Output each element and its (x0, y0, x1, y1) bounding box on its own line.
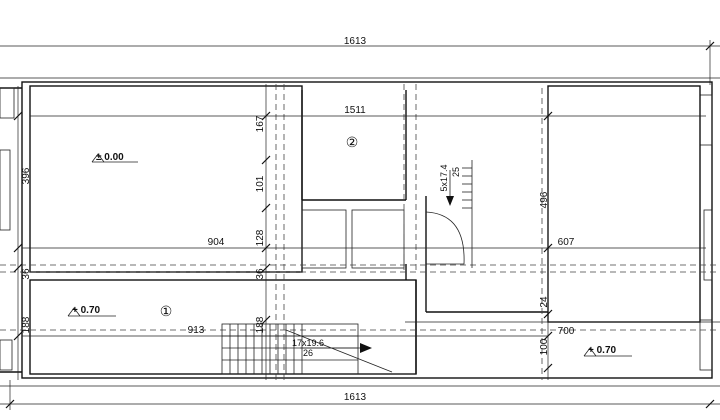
stair-arrow-icon (360, 343, 372, 353)
upper-stair (425, 160, 473, 268)
top-dimension-line (0, 40, 720, 85)
stair-upper-spec-b: 25 (451, 167, 461, 177)
outer-walls (0, 81, 713, 379)
dim-right-496: 496 (539, 191, 550, 208)
dim-right-24: 24 (539, 296, 550, 308)
dim-mid-128: 128 (255, 229, 266, 246)
dim-left-188: 188 (21, 316, 32, 333)
inner-dimension-lines (13, 84, 706, 380)
stair-upper-spec-a: 5x17.4 (439, 164, 449, 191)
dim-mid-36: 36 (255, 268, 266, 280)
dim-mid-167: 167 (255, 115, 266, 132)
dim-mid-188: 188 (255, 316, 266, 333)
dim-inner-top: 1511 (344, 105, 366, 116)
dim-bottom-overall: 1613 (344, 392, 367, 403)
stair-lower-spec-b: 26 (303, 348, 313, 358)
room-label-2: ② (346, 134, 359, 150)
bottom-dimension-line (0, 380, 720, 410)
dim-left-396: 396 (21, 167, 32, 184)
dim-left-36: 36 (21, 268, 32, 280)
level-lower-left: + 0.70 (72, 305, 101, 316)
dim-607: 607 (558, 237, 575, 248)
dim-top-overall: 1613 (344, 36, 367, 47)
level-marker-lower-right: + 0.70 (583, 345, 632, 357)
stair-arrow-icon (446, 196, 454, 206)
dim-right-100: 100 (539, 338, 550, 355)
dim-904: 904 (208, 237, 225, 248)
level-upper-left: ± 0.00 (96, 152, 124, 163)
lower-stair (221, 323, 416, 375)
dim-913: 913 (188, 325, 205, 336)
level-lower-right: + 0.70 (588, 345, 617, 356)
dim-mid-101: 101 (255, 175, 266, 192)
dim-700: 700 (558, 326, 575, 337)
room-label-1: ① (160, 303, 173, 319)
interior-walls (29, 85, 720, 375)
stair-lower-spec-a: 17x19.6 (292, 338, 324, 348)
level-marker-upper-left: ± 0.00 (91, 152, 138, 163)
axis-lines (0, 84, 720, 380)
level-marker-lower-left: + 0.70 (67, 305, 116, 317)
